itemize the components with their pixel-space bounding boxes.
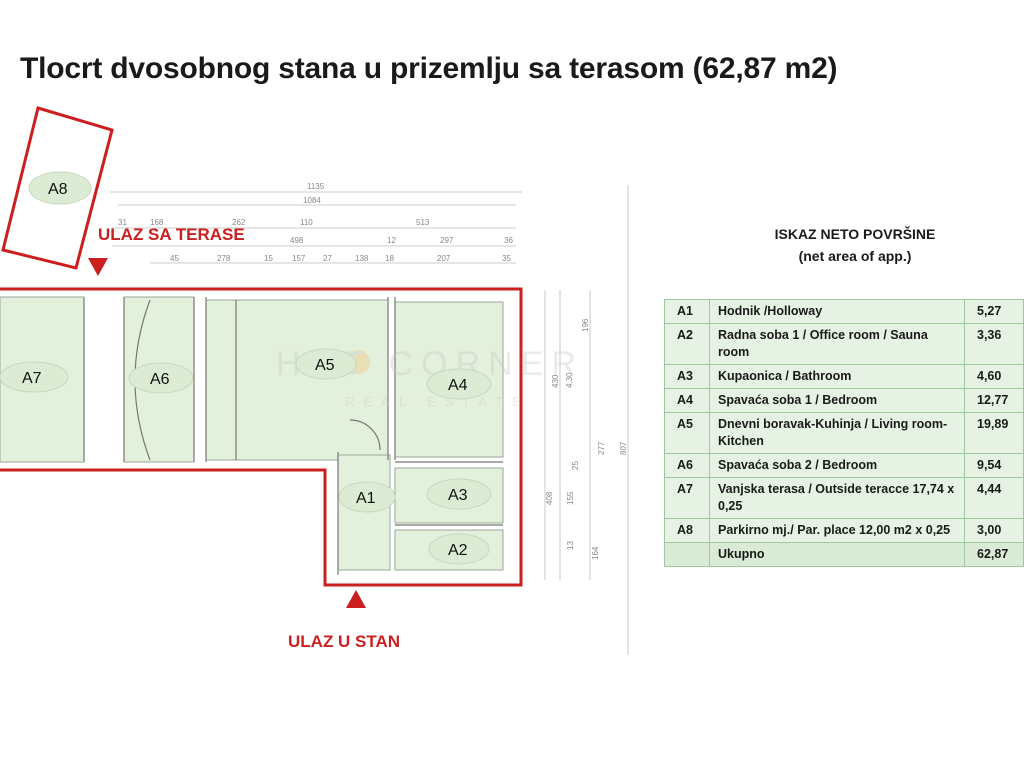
dim-right-b: 430 (551, 374, 560, 388)
row-name: Parkirno mj./ Par. place 12,00 m2 x 0,25 (709, 518, 965, 543)
row-name: Hodnik /Holloway (709, 299, 965, 324)
table-row: A3 Kupaonica / Bathroom 4,60 (664, 364, 1024, 389)
row-area: 3,36 (964, 323, 1024, 365)
row-name: Spavaća soba 2 / Bedroom (709, 453, 965, 478)
dim-top-1: 1135 (307, 182, 325, 191)
row-name: Vanjska terasa / Outside teracce 17,74 x… (709, 477, 965, 519)
room-a1-fill (337, 454, 391, 571)
dimension-lines (110, 185, 629, 655)
dim-row3-b: 168 (150, 218, 164, 227)
row-area: 9,54 (964, 453, 1024, 478)
dim-row5-e: 27 (323, 254, 332, 263)
dim-right-i: 164 (591, 546, 600, 560)
room-fills (0, 296, 504, 571)
floor-plan: 1135 1084 31 168 262 110 513 498 12 297 … (0, 106, 629, 655)
dim-inner-b: 408 (545, 491, 554, 505)
table-row: A7 Vanjska terasa / Outside teracce 17,7… (664, 477, 1024, 519)
row-name: Radna soba 1 / Office room / Sauna room (709, 323, 965, 365)
dim-row5-i: 35 (502, 254, 511, 263)
room-a5-label: A5 (315, 357, 335, 374)
row-code: A3 (664, 364, 710, 389)
room-a1-label: A1 (356, 490, 376, 507)
dim-row3-a: 31 (118, 218, 127, 227)
row-code: A8 (664, 518, 710, 543)
dim-row4-a: 498 (290, 236, 304, 245)
row-code: A7 (664, 477, 710, 519)
page-title: Tlocrt dvosobnog stana u prizemlju sa te… (20, 52, 838, 85)
dim-right-d: 25 (571, 461, 580, 470)
dim-row5-d: 157 (292, 254, 306, 263)
dim-row3-e: 513 (416, 218, 430, 227)
table-row: A8 Parkirno mj./ Par. place 12,00 m2 x 0… (664, 518, 1024, 543)
room-a2-label: A2 (448, 542, 468, 559)
row-area: 4,60 (964, 364, 1024, 389)
table-row: A2 Radna soba 1 / Office room / Sauna ro… (664, 323, 1024, 365)
dim-row3-d: 110 (300, 218, 313, 227)
table-row: A4 Spavaća soba 1 / Bedroom 12,77 (664, 388, 1024, 413)
row-area: 19,89 (964, 412, 1024, 454)
dim-right-c: 4,30 (565, 372, 574, 388)
entry-apartment-label: ULAZ U STAN (288, 632, 400, 651)
dim-right-a: 196 (581, 318, 590, 332)
dim-row5-f: 138 (355, 254, 369, 263)
area-table-subheading: (net area of app.) (798, 248, 912, 264)
row-code: A2 (664, 323, 710, 365)
entry-apartment-arrow-icon (346, 590, 366, 608)
dim-row5-h: 207 (437, 254, 451, 263)
dim-row4-d: 36 (504, 236, 513, 245)
room-a6-label: A6 (150, 371, 170, 388)
total-code (664, 542, 710, 567)
room-a8-label: A8 (48, 181, 68, 198)
row-name: Kupaonica / Bathroom (709, 364, 965, 389)
entry-terrace-arrow-icon (88, 258, 108, 276)
dim-row5-g: 18 (385, 254, 394, 263)
total-label: Ukupno (709, 542, 965, 567)
dim-row4-c: 297 (440, 236, 454, 245)
room-a3-label: A3 (448, 487, 468, 504)
row-code: A1 (664, 299, 710, 324)
row-code: A5 (664, 412, 710, 454)
parking-outline (1, 106, 114, 270)
entry-terrace-label: ULAZ SA TERASE (98, 225, 245, 244)
row-code: A6 (664, 453, 710, 478)
table-total-row: Ukupno 62,87 (664, 542, 1024, 567)
dim-row3-c: 262 (232, 218, 246, 227)
area-table: A1 Hodnik /Holloway 5,27 A2 Radna soba 1… (664, 299, 1024, 567)
row-area: 3,00 (964, 518, 1024, 543)
dim-row5-a: 45 (170, 254, 179, 263)
table-row: A5 Dnevni boravak-Kuhinja / Living room-… (664, 412, 1024, 454)
apartment-outline (0, 287, 523, 587)
dim-top-2: 1084 (303, 196, 321, 205)
dim-right-e: 277 (597, 441, 606, 455)
row-area: 5,27 (964, 299, 1024, 324)
table-row: A6 Spavaća soba 2 / Bedroom 9,54 (664, 453, 1024, 478)
dim-row5-c: 15 (264, 254, 273, 263)
dim-right-h: 13 (566, 541, 575, 550)
row-name: Spavaća soba 1 / Bedroom (709, 388, 965, 413)
row-area: 4,44 (964, 477, 1024, 519)
dim-row5-b: 278 (217, 254, 231, 263)
room-label-ovals (0, 171, 492, 565)
dim-row4-b: 12 (387, 236, 396, 245)
row-code: A4 (664, 388, 710, 413)
dim-right-g: 155 (566, 491, 575, 505)
watermark-subtext: REAL ESTATE (345, 394, 530, 409)
room-a4-label: A4 (448, 377, 468, 394)
room-a7-label: A7 (22, 370, 42, 387)
total-value: 62,87 (964, 542, 1024, 567)
table-row: A1 Hodnik /Holloway 5,27 (664, 299, 1024, 324)
dim-right-f: 807 (619, 441, 628, 455)
row-area: 12,77 (964, 388, 1024, 413)
area-table-heading: ISKAZ NETO POVRŠINE (774, 226, 936, 242)
row-name: Dnevni boravak-Kuhinja / Living room-Kit… (709, 412, 965, 454)
